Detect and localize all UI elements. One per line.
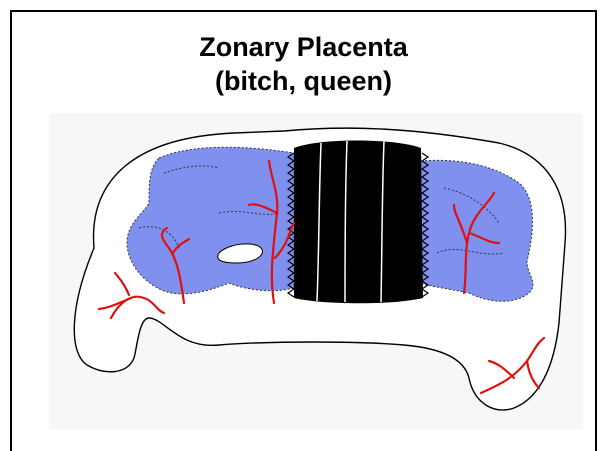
placenta-drawing	[49, 113, 583, 429]
slide-title: Zonary Placenta (bitch, queen)	[12, 30, 595, 98]
slide: Zonary Placenta (bitch, queen)	[10, 10, 597, 451]
left-chorion-region	[127, 147, 294, 294]
zonary-band	[294, 141, 423, 304]
title-line-1: Zonary Placenta	[12, 30, 595, 64]
placenta-illustration	[49, 113, 583, 429]
right-chorion-region	[419, 160, 533, 301]
title-line-2: (bitch, queen)	[12, 64, 595, 98]
